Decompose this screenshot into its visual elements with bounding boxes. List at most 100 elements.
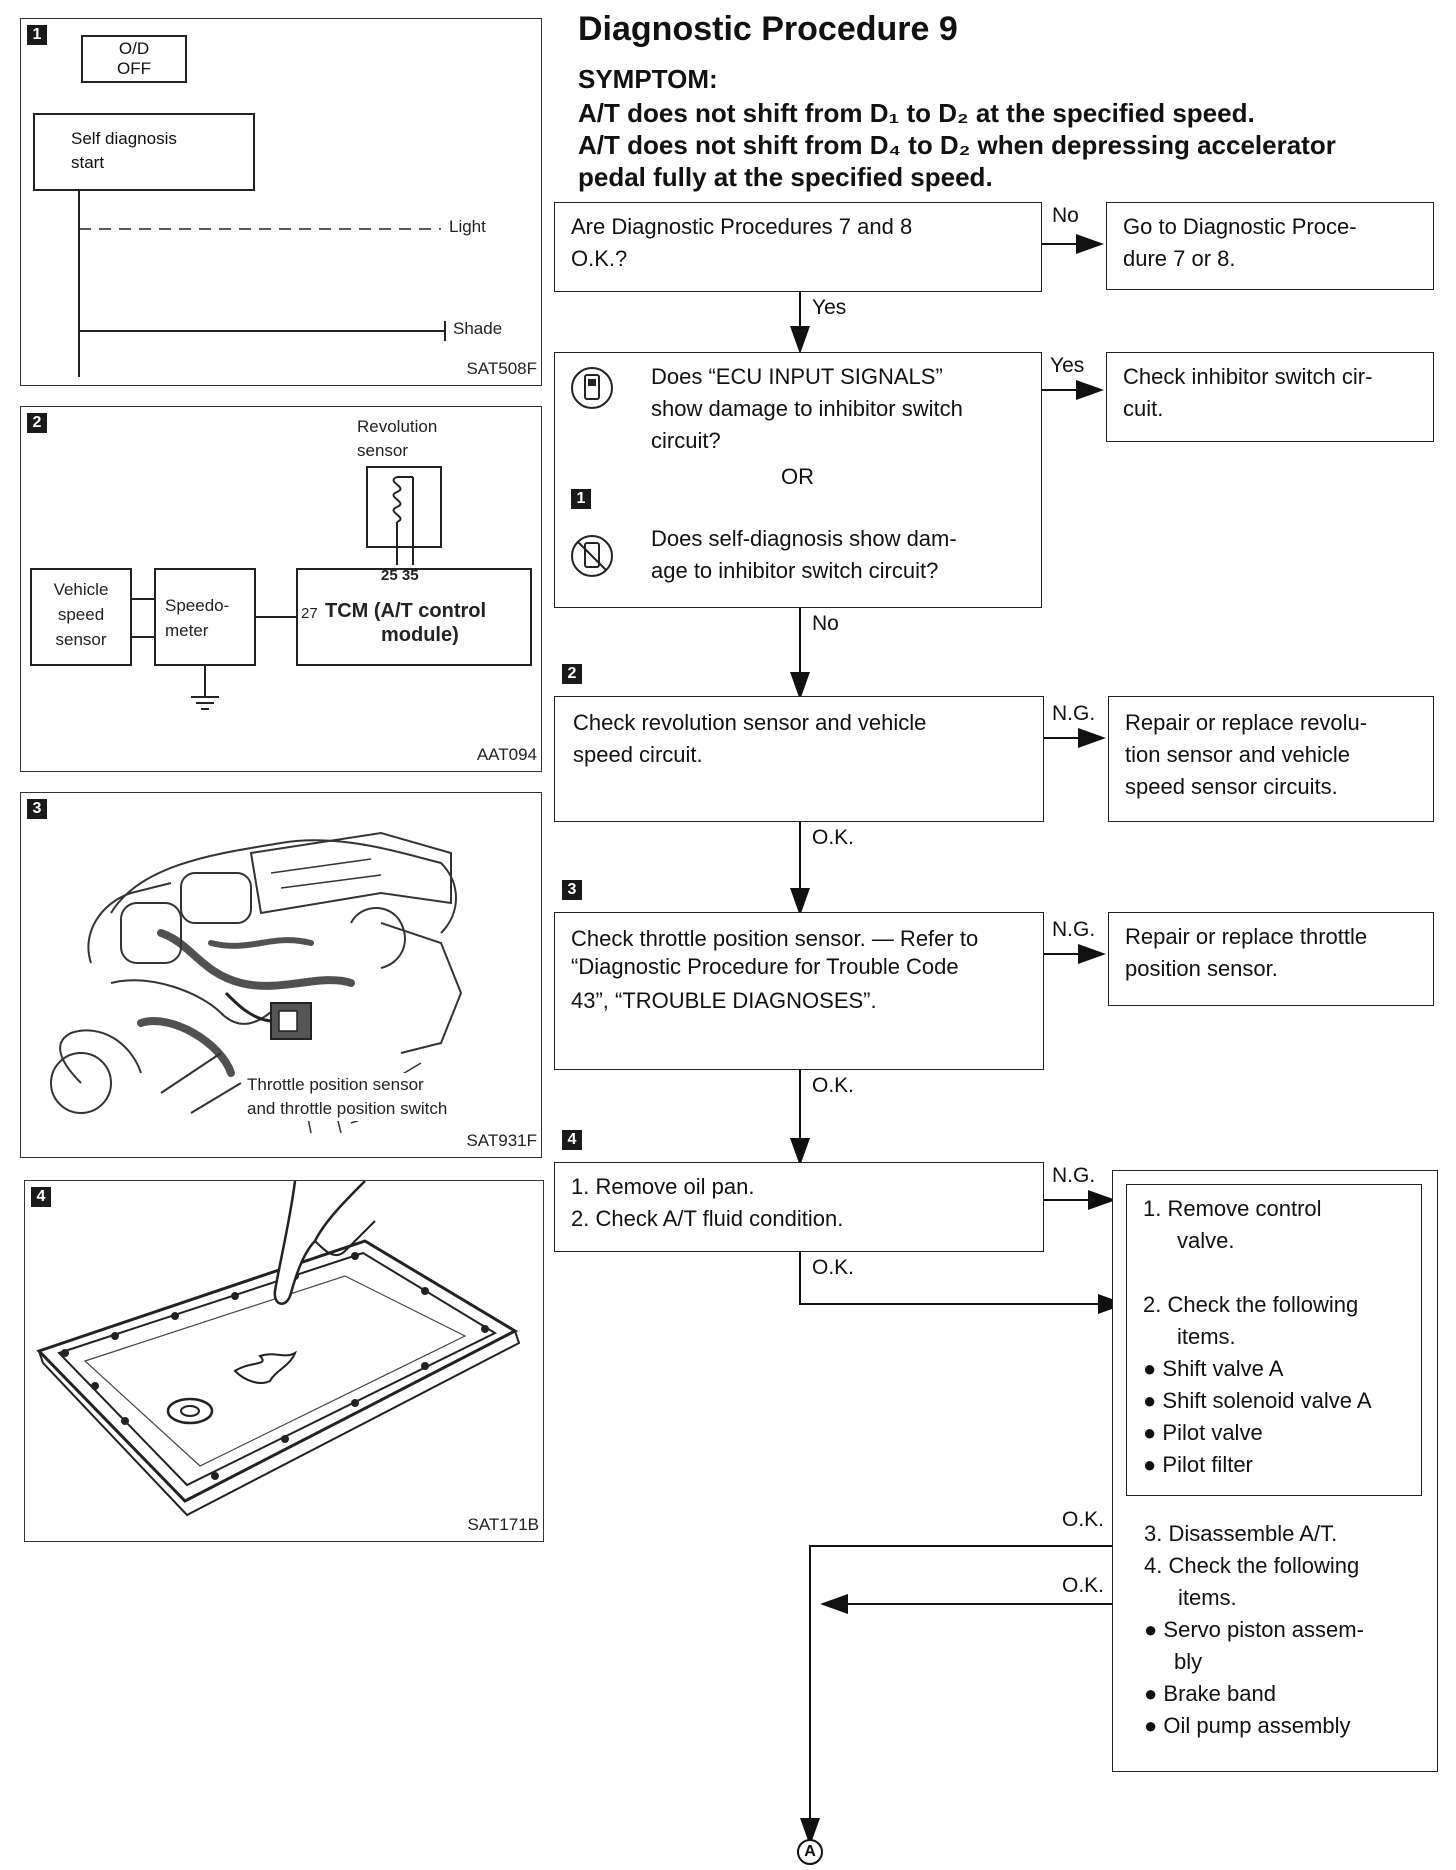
step3-line1: Check throttle position sensor. — Refer … (571, 926, 979, 951)
tcm-pin-27: 27 (301, 605, 318, 622)
figure-3-code: SAT931F (466, 1131, 537, 1150)
step2-ng-line1: Repair or replace revolu- (1125, 710, 1368, 735)
revolution-sensor-line2: sensor (357, 441, 409, 460)
step2-ng-label: N.G. (1052, 702, 1096, 725)
q2b-line2: age to inhibitor switch circuit? (651, 558, 939, 583)
symptom-line-3: pedal fully at the specified speed. (578, 162, 993, 192)
revolution-sensor-line1: Revolution (357, 417, 438, 436)
step3-ng-line2: position sensor. (1125, 956, 1278, 981)
action-check-inhibitor-circuit: Check inhibitor switch cir- cuit. (1106, 352, 1434, 442)
oil-pan-illustration (36, 1181, 521, 1517)
vss-line1: Vehicle (53, 580, 109, 599)
no-consult-icon (571, 535, 613, 577)
outer-item-1a-text: Servo piston assem- (1163, 1617, 1364, 1642)
q2b-line1: Does self-diagnosis show dam- (651, 526, 957, 551)
step4-ok-label: O.K. (812, 1256, 855, 1279)
step2-line2: speed circuit. (573, 742, 703, 767)
figure-2-code: AAT094 (476, 745, 537, 764)
q2-step-badge: 1 (571, 489, 591, 509)
throttle-sensor-caption: Throttle position sensor and throttle po… (247, 1073, 448, 1121)
outer-item-2: ● Brake band (1144, 1681, 1276, 1706)
step3-line3: 43”, “TROUBLE DIAGNOSES”. (571, 988, 877, 1013)
figure-4-badge: 4 (31, 1187, 51, 1207)
q2-line2: show damage to inhibitor switch (651, 396, 963, 421)
step2-line1: Check revolution sensor and vehicle (573, 710, 927, 735)
outer-line1: 3. Disassemble A/T. (1144, 1521, 1338, 1546)
inner-item-2: ● Shift solenoid valve A (1143, 1388, 1372, 1413)
step-4-badge: 4 (562, 1130, 582, 1150)
question-procedures-7-8: Are Diagnostic Procedures 7 and 8 O.K.? (554, 202, 1042, 292)
step-3-badge: 3 (562, 880, 582, 900)
ok-label-b: O.K. (1062, 1574, 1105, 1597)
symptom-label: SYMPTOM: (578, 64, 718, 94)
ok-label-a: O.K. (1062, 1508, 1105, 1531)
inner-item-4-text: Pilot filter (1162, 1452, 1253, 1477)
od-off-line2: OFF (117, 59, 151, 78)
vss-line2: speed (57, 605, 105, 624)
inner-item-3: ● Pilot valve (1143, 1420, 1263, 1445)
step-check-throttle-sensor: Check throttle position sensor. — Refer … (554, 912, 1044, 1070)
outer-item-1b: bly (1174, 1649, 1203, 1674)
figure-2-wiring (30, 466, 532, 710)
throttle-caption-line1: Throttle position sensor (247, 1075, 424, 1094)
outer-item-3: ● Oil pump assembly (1144, 1713, 1351, 1738)
figure-1-panel: 1 O/D OFF Self diagnosis start Light Sha… (20, 18, 542, 386)
action-go-to-procedure-7-8: Go to Diagnostic Proce- dure 7 or 8. (1106, 202, 1434, 290)
od-off-line1: O/D (118, 39, 150, 58)
self-diagnosis-line2: start (71, 153, 105, 172)
inner-line2: valve. (1177, 1228, 1235, 1253)
symptom-line-2: A/T does not shift from D₄ to D₂ when de… (578, 130, 1336, 160)
shade-label: Shade (453, 319, 503, 338)
q1-line2: O.K.? (571, 246, 628, 271)
sensor-pins-label: 25 35 (381, 567, 419, 584)
inner-line4: items. (1177, 1324, 1236, 1349)
symptom-line-1: A/T does not shift from D₁ to D₂ at the … (578, 98, 1255, 128)
q2-yes-label: Yes (1050, 354, 1085, 377)
vehicle-speed-sensor-label: Vehicle speed sensor (31, 577, 131, 652)
step2-ok-label: O.K. (812, 826, 855, 849)
q1-line1: Are Diagnostic Procedures 7 and 8 (571, 214, 913, 239)
q2-yes-action-line2: cuit. (1123, 396, 1164, 421)
q1-no-action-line2: dure 7 or 8. (1123, 246, 1236, 271)
q1-yes-label: Yes (812, 296, 847, 319)
inner-item-4: ● Pilot filter (1143, 1452, 1253, 1477)
or-separator: OR (781, 464, 814, 489)
figure-3-badge: 3 (27, 799, 47, 819)
throttle-caption-line2: and throttle position switch (247, 1099, 448, 1118)
q2-yes-action-line1: Check inhibitor switch cir- (1123, 364, 1373, 389)
step2-ng-line2: tion sensor and vehicle (1125, 742, 1351, 767)
speedo-line2: meter (165, 621, 209, 640)
q2-line1: Does “ECU INPUT SIGNALS” (651, 364, 943, 389)
vss-line3: sensor (55, 630, 107, 649)
revolution-sensor-label: Revolution sensor (357, 415, 437, 463)
question-inhibitor-switch: Does “ECU INPUT SIGNALS” show damage to … (554, 352, 1042, 608)
outer-item-3-text: Oil pump assembly (1163, 1713, 1351, 1738)
figure-2-panel: 2 Revolution sensor 25 35 Vehicle speed … (20, 406, 542, 772)
q2-no-label: No (812, 612, 839, 635)
tcm-label: TCM (A/T control module) (325, 599, 486, 647)
outer-item-2-text: Brake band (1163, 1681, 1276, 1706)
q1-no-label: No (1052, 204, 1079, 227)
q1-no-action-line1: Go to Diagnostic Proce- (1123, 214, 1357, 239)
step3-ng-line1: Repair or replace throttle (1125, 924, 1368, 949)
step-2-badge: 2 (562, 664, 582, 684)
consult-icon (571, 367, 613, 409)
connector-a-label: A (804, 1843, 816, 1860)
outer-line2: 4. Check the following (1144, 1553, 1360, 1578)
step4-line1: 1. Remove oil pan. (571, 1174, 755, 1199)
q2-line3: circuit? (651, 428, 721, 453)
step4-ng-label: N.G. (1052, 1164, 1096, 1187)
tcm-line1: TCM (A/T control (325, 600, 487, 622)
self-diagnosis-start-box: Self diagnosis start (33, 113, 255, 191)
inner-line1: 1. Remove control (1143, 1196, 1322, 1221)
figure-3-panel: 3 Throttle position sensor and throttle … (20, 792, 542, 1158)
page-title: Diagnostic Procedure 9 (578, 10, 958, 48)
figure-4-panel: 4 SAT171B (24, 1180, 544, 1542)
step3-ng-label: N.G. (1052, 918, 1096, 941)
outer-line3: items. (1178, 1585, 1237, 1610)
action-repair-revolution-sensor: Repair or replace revolu- tion sensor an… (1108, 696, 1434, 822)
inner-item-2-text: Shift solenoid valve A (1162, 1388, 1372, 1413)
figure-1-lines (78, 191, 446, 377)
figure-1-badge: 1 (27, 25, 47, 45)
step3-line2: “Diagnostic Procedure for Trouble Code (571, 954, 959, 979)
